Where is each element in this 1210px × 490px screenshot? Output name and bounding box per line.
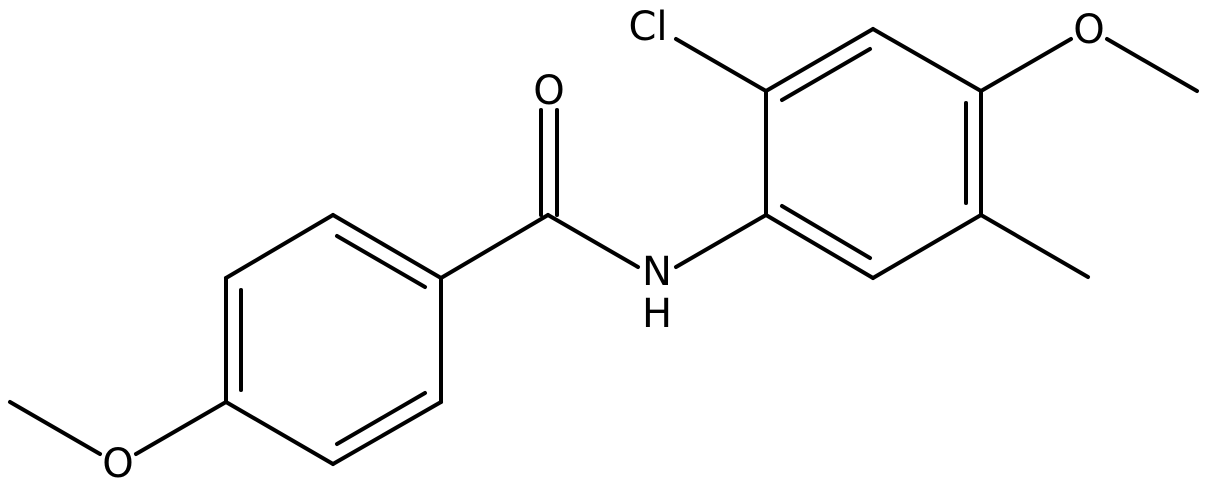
nh-hydrogen-label: H bbox=[642, 291, 672, 337]
bond bbox=[335, 234, 427, 289]
methoxy-oxygen-right-label: O bbox=[1073, 7, 1104, 53]
bond bbox=[224, 213, 335, 280]
bond bbox=[871, 27, 983, 93]
bond bbox=[979, 37, 1073, 93]
bond bbox=[331, 213, 443, 280]
bond bbox=[331, 400, 443, 466]
right-substituents bbox=[674, 37, 1199, 279]
methoxy-oxygen-left-label: O bbox=[102, 441, 133, 487]
bond bbox=[780, 47, 872, 102]
carbonyl-oxygen-label: O bbox=[533, 68, 564, 114]
bond bbox=[8, 400, 102, 456]
bond bbox=[764, 27, 875, 93]
bond bbox=[871, 213, 983, 280]
bond bbox=[979, 213, 1090, 279]
bond bbox=[1105, 37, 1199, 93]
left-ring bbox=[224, 213, 443, 466]
bond bbox=[224, 400, 335, 466]
bond bbox=[134, 400, 228, 456]
left-methoxy bbox=[8, 400, 228, 456]
bond bbox=[780, 204, 872, 260]
chlorine-label: Cl bbox=[628, 4, 667, 50]
bond bbox=[546, 213, 640, 269]
right-ring bbox=[764, 27, 983, 280]
bond bbox=[674, 37, 768, 93]
bond bbox=[764, 213, 875, 280]
nitrogen-label: N bbox=[642, 249, 672, 295]
bond bbox=[335, 391, 427, 446]
amide-group bbox=[439, 108, 768, 280]
bond bbox=[439, 213, 550, 280]
bond bbox=[674, 213, 768, 269]
